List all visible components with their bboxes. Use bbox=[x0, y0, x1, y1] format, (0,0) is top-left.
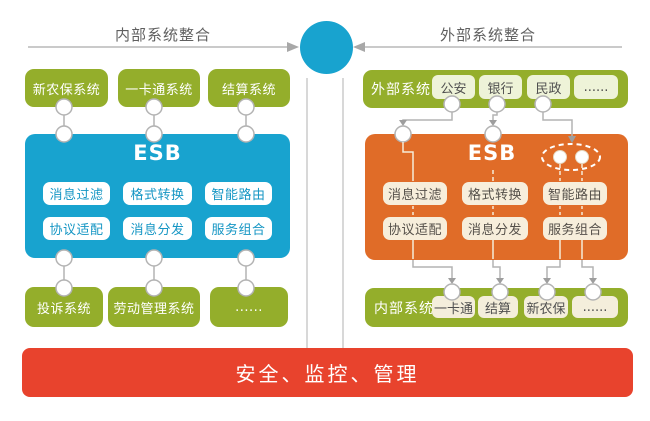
internal-systems-label: 内部系统 bbox=[374, 300, 434, 317]
module-format-convert-left: 格式转换 bbox=[123, 182, 192, 205]
module-service-compose-left: 服务组合 bbox=[205, 217, 272, 240]
esb-to-internal-arrowheads bbox=[448, 278, 597, 284]
esb-title-right: ESB bbox=[467, 141, 517, 165]
internal-item-jiesuan: 结算 bbox=[478, 296, 518, 318]
system-box-jiesuan: 结算系统 bbox=[208, 69, 290, 107]
system-box-more-left: ...... bbox=[210, 287, 288, 327]
left-header-label: 内部系统整合 bbox=[114, 26, 211, 44]
module-message-dispatch-left: 消息分发 bbox=[123, 217, 192, 240]
esb-to-internal-wires bbox=[412, 260, 594, 278]
module-message-filter-left: 消息过滤 bbox=[43, 182, 110, 205]
external-item-gongan: 公安 bbox=[432, 75, 475, 99]
system-box-xinnongbao: 新农保系统 bbox=[25, 69, 108, 107]
module-service-compose-right: 服务组合 bbox=[543, 217, 607, 240]
system-box-tousu: 投诉系统 bbox=[25, 287, 103, 327]
system-box-laodong: 劳动管理系统 bbox=[108, 287, 200, 327]
external-to-esb-wires bbox=[402, 112, 573, 136]
internal-item-more: ...... bbox=[572, 296, 618, 318]
system-box-yikatong: 一卡通系统 bbox=[118, 69, 200, 107]
external-item-yinhang: 银行 bbox=[479, 75, 522, 99]
hub-drop-lines bbox=[306, 78, 344, 348]
module-protocol-adapt-right: 协议适配 bbox=[383, 217, 447, 240]
external-item-more: ...... bbox=[574, 75, 618, 99]
module-format-convert-right: 格式转换 bbox=[462, 182, 528, 205]
module-message-dispatch-right: 消息分发 bbox=[462, 217, 528, 240]
module-protocol-adapt-left: 协议适配 bbox=[43, 217, 110, 240]
right-header-label: 外部系统整合 bbox=[439, 26, 536, 44]
internal-item-xinnongbao: 新农保 bbox=[524, 296, 568, 318]
esb-title-left: ESB bbox=[133, 141, 182, 165]
hub-circle bbox=[300, 21, 353, 74]
external-item-minzheng: 民政 bbox=[527, 75, 570, 99]
module-message-filter-right: 消息过滤 bbox=[383, 182, 447, 205]
security-monitor-manage-bar: 安全、监控、管理 bbox=[22, 348, 633, 397]
external-systems-label: 外部系统 bbox=[371, 82, 431, 98]
internal-item-yikatong: 一卡通 bbox=[432, 296, 475, 318]
module-smart-routing-right: 智能路由 bbox=[543, 182, 607, 205]
module-smart-routing-left: 智能路由 bbox=[205, 182, 272, 205]
